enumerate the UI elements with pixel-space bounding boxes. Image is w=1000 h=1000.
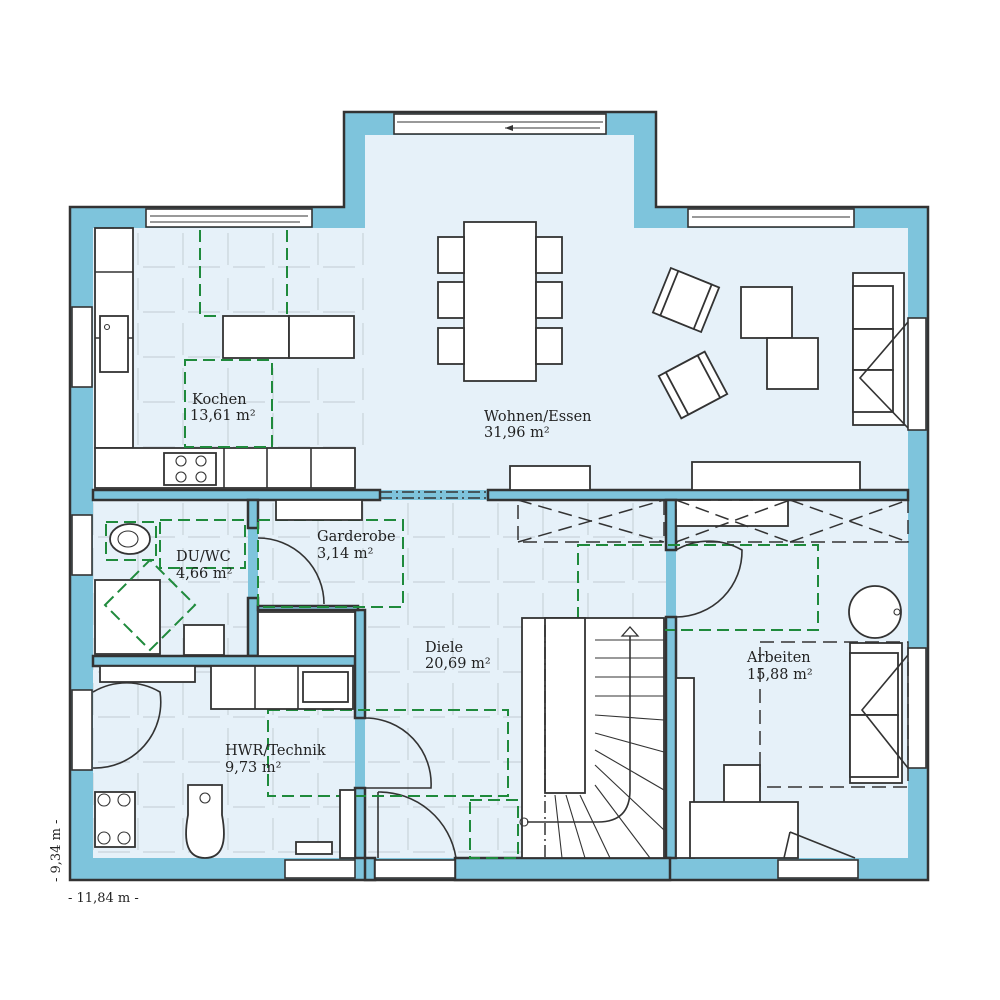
utility-room-fixtures — [92, 665, 356, 859]
dimension-depth: - 9,34 m - — [49, 820, 64, 882]
room-area-kochen: 13,61 m² — [190, 408, 256, 424]
window-bath-left — [71, 514, 93, 576]
dimension-labels: - 11,84 m - - 9,34 m - — [49, 820, 139, 906]
bathroom-fixtures — [94, 519, 404, 656]
room-name-diele: Diele — [425, 640, 463, 656]
room-area-duwc: 4,66 m² — [176, 566, 232, 582]
dining-set — [437, 221, 563, 382]
room-area-diele: 20,69 m² — [425, 656, 491, 672]
window-office-bottom — [777, 859, 859, 879]
room-name-duwc: DU/WC — [176, 549, 231, 565]
window-kitchen-left — [71, 306, 93, 388]
room-name-wohnen: Wohnen/Essen — [484, 409, 592, 425]
door-entrance — [374, 859, 456, 879]
window-living-right — [907, 317, 927, 431]
room-name-garderobe: Garderobe — [317, 529, 396, 545]
window-hwr-left — [71, 689, 93, 771]
garderobe-furniture — [257, 499, 363, 657]
window-kitchen-top — [145, 208, 313, 228]
room-labels: Kochen 13,61 m² Wohnen/Essen 31,96 m² DU… — [176, 392, 813, 776]
room-area-hwr: 9,73 m² — [225, 760, 281, 776]
window-living-top — [393, 113, 607, 135]
window-office-right — [907, 647, 927, 769]
living-furniture — [509, 266, 909, 491]
dimension-width: - 11,84 m - — [68, 891, 139, 906]
room-name-arbeiten: Arbeiten — [746, 650, 811, 666]
room-area-garderobe: 3,14 m² — [317, 546, 373, 562]
hall-and-stair — [267, 491, 909, 859]
office-furniture — [675, 585, 909, 859]
room-name-kochen: Kochen — [192, 392, 247, 408]
windows — [71, 113, 927, 879]
window-hwr-bottom — [284, 859, 356, 879]
room-area-wohnen: 31,96 m² — [484, 425, 550, 441]
window-living-top-right — [687, 208, 855, 228]
kitchen-furniture — [94, 227, 356, 489]
room-name-hwr: HWR/Technik — [225, 743, 326, 759]
room-area-arbeiten: 15,88 m² — [747, 667, 813, 683]
